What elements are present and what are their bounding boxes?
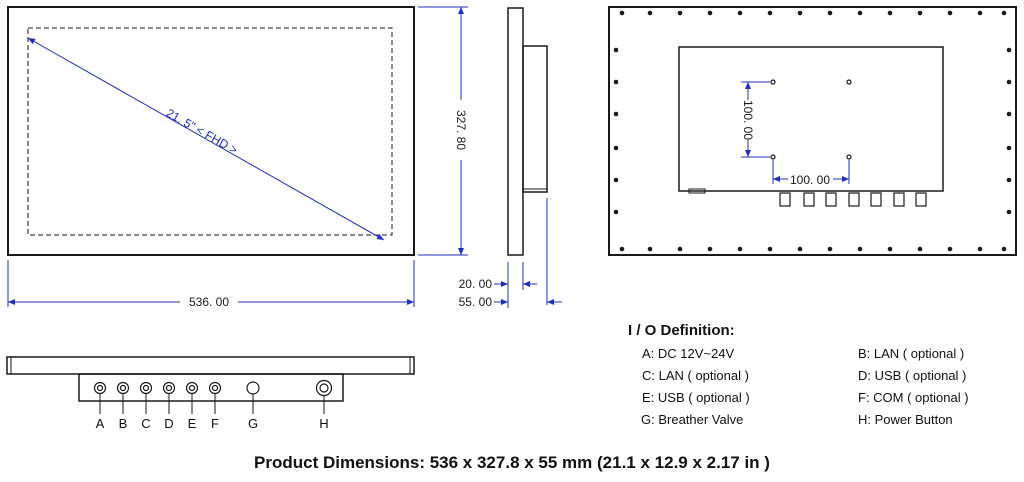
rear-io-strip (688, 188, 706, 194)
connector-label-h: H (319, 416, 328, 431)
vesa-dimensions: 100. 00 100. 00 (741, 81, 850, 187)
vesa-vertical-label: 100. 00 (741, 100, 755, 140)
connector-label-f: F (211, 416, 219, 431)
side-view (507, 7, 548, 256)
io-item-e: E: USB ( optional ) (642, 390, 750, 405)
port-leaders (99, 394, 325, 414)
rear-view: 100. 00 100. 00 (608, 6, 1017, 256)
rear-connectors (779, 192, 927, 207)
io-definition-title: I / O Definition: (628, 322, 735, 339)
vesa-holes (770, 79, 852, 160)
connector-label-e: E (188, 416, 197, 431)
rear-screws (613, 10, 1012, 252)
rear-back-case (678, 46, 944, 192)
vesa-horizontal-label: 100. 00 (790, 173, 830, 187)
bottom-case (78, 373, 344, 402)
io-item-g: G: Breather Valve (641, 412, 744, 427)
side-panel (507, 7, 524, 256)
width-label: 536. 00 (189, 295, 229, 309)
bottom-view: A B C D E F G H (6, 356, 415, 431)
connector-label-g: G (248, 416, 258, 431)
width-dimension: 536. 00 (7, 260, 415, 309)
front-view: 21. 5" < FHD > (7, 6, 415, 256)
depth-55-label: 55. 00 (459, 295, 493, 309)
io-item-b: B: LAN ( optional ) (858, 346, 965, 361)
rear-frame (608, 6, 1017, 256)
product-dimensions: Product Dimensions: 536 x 327.8 x 55 mm … (254, 453, 770, 472)
diagonal-line (27, 37, 385, 241)
side-back-case (522, 45, 548, 193)
depth-20-label: 20. 00 (459, 277, 493, 291)
height-label: 327. 80 (454, 110, 468, 150)
io-item-c: C: LAN ( optional ) (642, 368, 749, 383)
io-item-d: D: USB ( optional ) (858, 368, 967, 383)
io-item-f: F: COM ( optional ) (858, 390, 969, 405)
io-item-a: A: DC 12V~24V (642, 346, 735, 361)
io-item-h: H: Power Button (858, 412, 953, 427)
connector-label-d: D (164, 416, 173, 431)
connector-label-a: A (96, 416, 105, 431)
depth-dimensions: 20. 00 55. 00 (459, 198, 562, 309)
bottom-panel (6, 356, 415, 375)
front-bezel (7, 6, 415, 256)
bottom-ports (93, 379, 333, 397)
connector-label-b: B (119, 416, 128, 431)
diagonal-label: 21. 5" < FHD > (164, 106, 240, 157)
height-dimension: 327. 80 (418, 6, 468, 256)
connector-label-c: C (141, 416, 150, 431)
